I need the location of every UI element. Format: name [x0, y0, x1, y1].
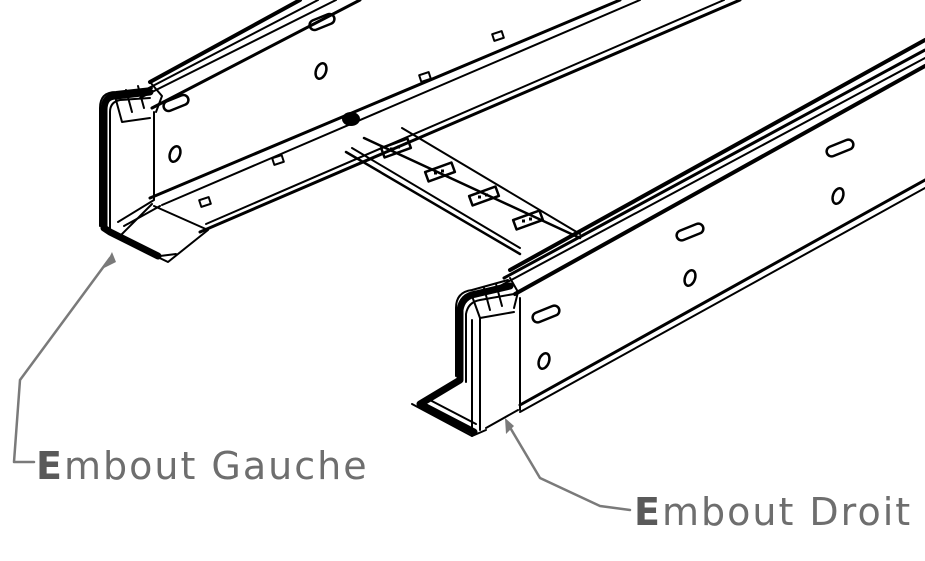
right-end-cap [411, 277, 519, 437]
left-end-cap [99, 81, 209, 263]
rung-slots [379, 137, 545, 231]
right-side-rail [499, 38, 925, 413]
callout-left-text: mbout Gauche [63, 444, 369, 488]
leader-right [505, 418, 632, 512]
callout-left-end-cap: Embout Gauche [36, 447, 369, 485]
left-side-rail [139, 0, 742, 234]
leader-left [12, 252, 116, 464]
callout-left-initial: E [36, 444, 64, 488]
left-rail-slots [162, 12, 336, 163]
left-flange-punches [198, 30, 505, 208]
right-rail-slots [531, 138, 855, 370]
rung [344, 127, 582, 256]
callout-right-text: mbout Droit [661, 490, 913, 534]
callout-right-end-cap: Embout Droit [634, 493, 912, 531]
callout-right-initial: E [634, 490, 662, 534]
